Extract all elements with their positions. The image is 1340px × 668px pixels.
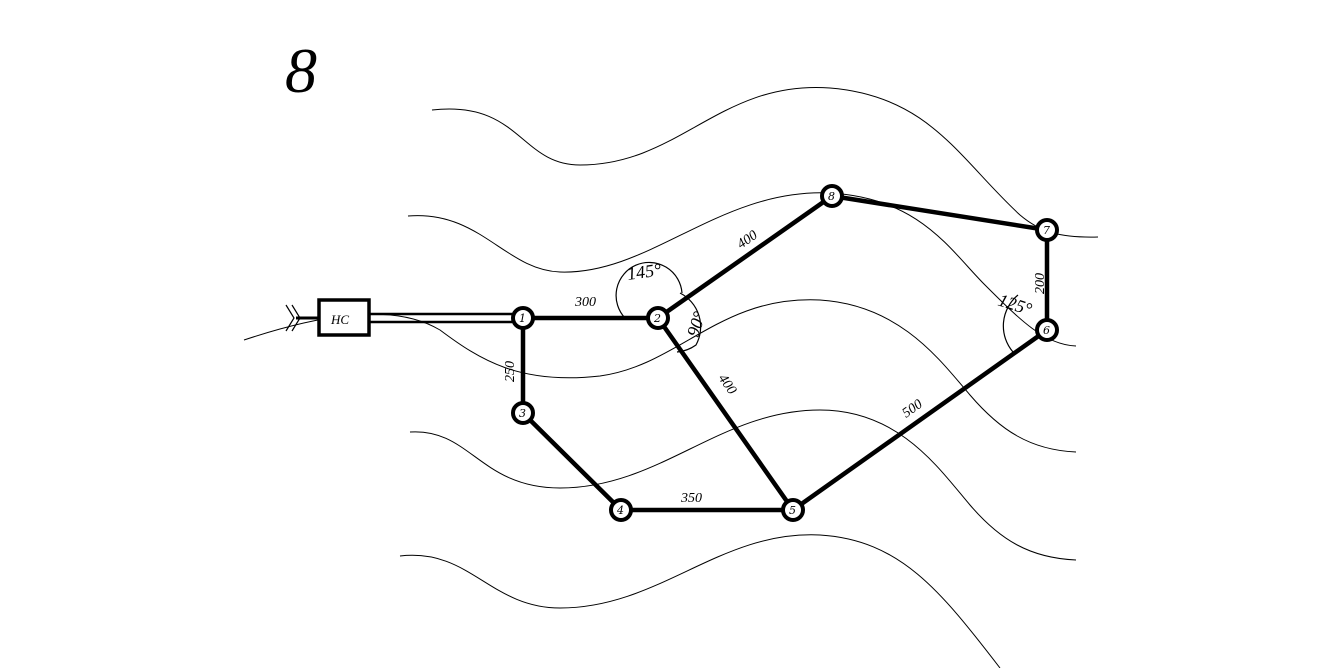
contour-line-3 xyxy=(243,299,1077,453)
pump-station-label: НС xyxy=(330,312,349,327)
node-1-label: 1 xyxy=(519,312,526,325)
pump-station-box xyxy=(317,298,371,337)
node-4: 4 xyxy=(609,498,633,522)
node-6-label: 6 xyxy=(1043,324,1050,337)
node-8: 8 xyxy=(820,184,844,208)
contour-line-4 xyxy=(409,409,1077,561)
contour-line-2 xyxy=(407,192,1077,347)
angle-label-125: 125° xyxy=(996,290,1035,320)
node-3-label: 3 xyxy=(519,407,526,420)
node-7: 7 xyxy=(1035,218,1059,242)
angle-label-145: 145° xyxy=(626,259,663,284)
contour-line-1 xyxy=(431,86,1099,238)
length-label-2-5: 400 xyxy=(715,372,739,398)
angle-arc-125 xyxy=(1002,294,1019,353)
contour-line-5 xyxy=(399,534,1001,668)
angle-label-90: 90° xyxy=(683,309,710,339)
pipe-5-6 xyxy=(790,327,1050,513)
node-7-label: 7 xyxy=(1043,224,1050,237)
pipe-2-5 xyxy=(655,315,796,513)
node-2-label: 2 xyxy=(653,312,661,325)
node-2: 2 xyxy=(646,306,670,330)
node-6: 6 xyxy=(1035,318,1059,342)
node-8-label: 8 xyxy=(828,190,835,203)
angle-arc-145 xyxy=(615,261,683,319)
pipe-3-4 xyxy=(520,410,624,513)
node-4-label: 4 xyxy=(616,504,624,517)
length-label-1-3: 250 xyxy=(503,361,518,382)
angle-arc-90 xyxy=(676,292,702,353)
length-label-4-5: 350 xyxy=(680,491,702,506)
node-1: 1 xyxy=(511,306,535,330)
length-label-1-2: 300 xyxy=(574,295,596,310)
node-3: 3 xyxy=(511,401,535,425)
figure-number: 8 xyxy=(285,35,317,106)
pipe-8-7 xyxy=(829,193,1050,233)
node-5: 5 xyxy=(781,498,805,522)
length-label-6-7: 200 xyxy=(1033,273,1048,294)
node-5-label: 5 xyxy=(789,504,796,517)
